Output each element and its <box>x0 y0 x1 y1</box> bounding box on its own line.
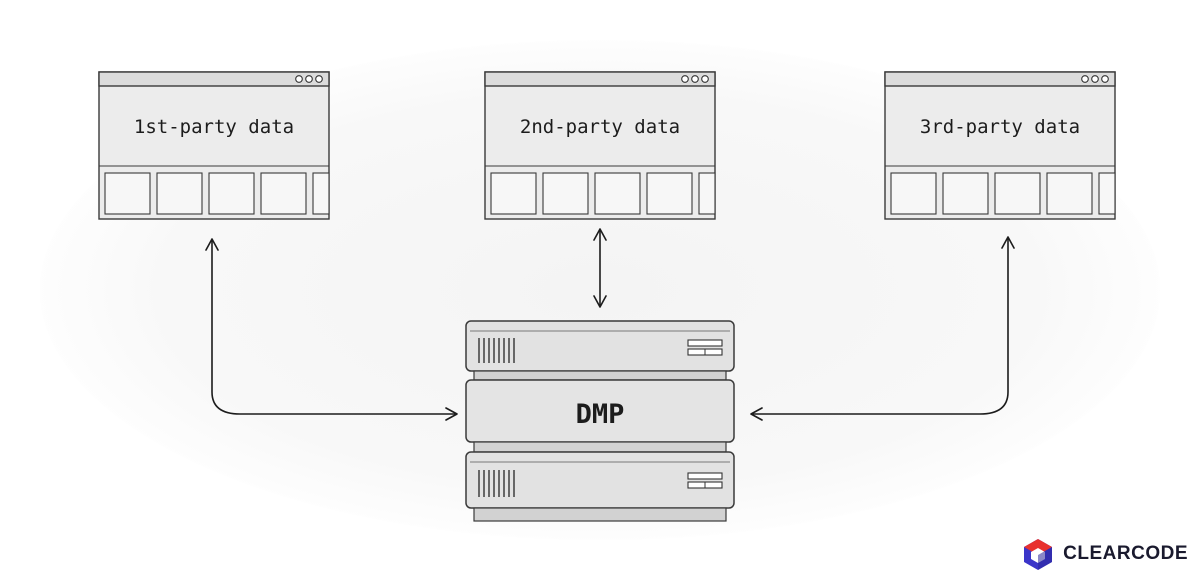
dmp-server-stack: DMP <box>465 320 735 522</box>
clearcode-logo-text: CLEARCODE <box>1063 543 1188 564</box>
window-first-party-label: 1st-party data <box>134 116 294 138</box>
clearcode-logo: CLEARCODE <box>1021 537 1188 571</box>
clearcode-logo-icon <box>1024 539 1053 570</box>
server-unit-bottom <box>465 451 735 509</box>
server-label: DMP <box>576 399 625 430</box>
arrow-first-party-to-dmp <box>205 238 458 421</box>
window-second-party-label: 2nd-party data <box>520 116 680 138</box>
server-unit-middle: DMP <box>465 379 735 443</box>
window-third-party: 3rd-party data <box>884 71 1116 220</box>
window-third-party-label: 3rd-party data <box>920 116 1080 138</box>
window-second-party: 2nd-party data <box>484 71 716 220</box>
arrow-third-party-to-dmp <box>750 236 1015 421</box>
server-unit-top <box>465 320 735 372</box>
window-first-party: 1st-party data <box>98 71 330 220</box>
